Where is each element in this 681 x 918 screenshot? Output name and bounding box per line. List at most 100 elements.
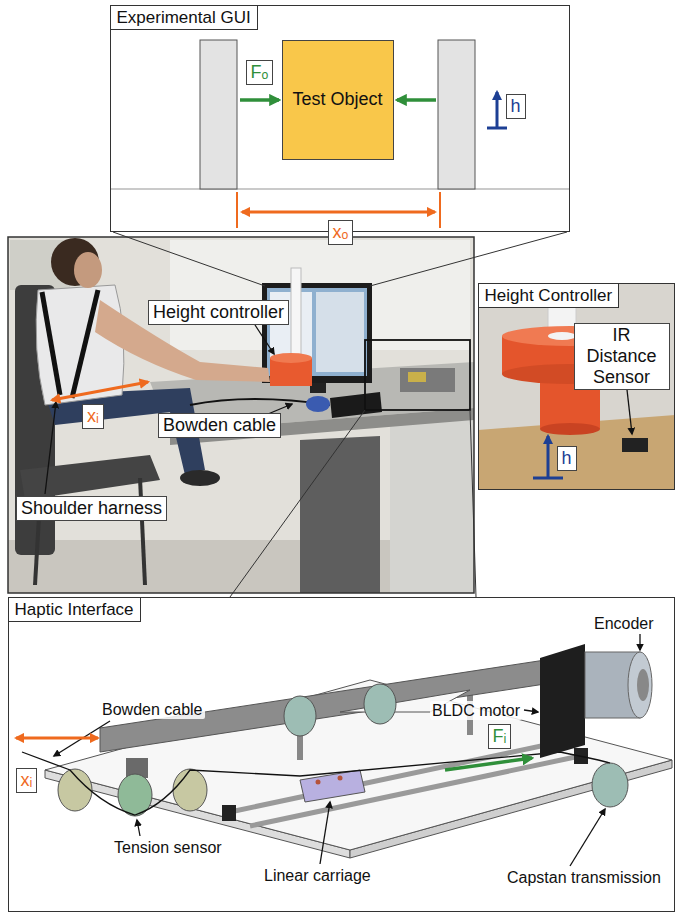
photo-scene [8,237,474,593]
haptic-device-drawing [173,769,207,811]
photo-scene [180,470,220,486]
leader-line [45,402,56,494]
force-arrow [445,758,532,770]
label-text: Height controller [153,302,284,323]
photo-scene [306,396,330,412]
leader-line [255,325,274,354]
leader-line [54,634,640,866]
part-label: Bowden cable [100,700,205,719]
haptic-device-drawing [250,756,580,826]
callout-label: xₒ [328,220,354,245]
photo-scene [300,436,380,593]
photo-frame [8,237,474,593]
photo-frame [8,237,474,593]
height-controller-photo [548,332,576,340]
label-text: IR Distance Sensor [579,325,665,388]
label-text: Bowden cable [163,415,276,436]
photo-scene [400,368,455,392]
photo-scene [36,285,124,405]
callout-label: Bowden cable [158,413,281,438]
photo-scene [408,372,426,382]
callout-label: xᵢ [82,404,104,429]
label-text: h [511,96,521,117]
part-label: BLDC motor [430,701,522,720]
photo-scene [330,392,382,418]
photo-scene [390,414,474,593]
callout-label: h [557,446,577,471]
haptic-device-drawing [338,776,343,781]
gui-screen [200,40,237,189]
zoom-line [470,410,476,597]
photo-scene [42,292,60,395]
haptic-device-drawing [628,652,652,718]
zoom-line [230,410,365,597]
photo-scene [270,353,312,363]
leader-line [524,710,538,712]
gui-screen [110,5,570,232]
height-controller-photo [478,415,675,490]
leader-line [45,325,292,494]
photo-scene [316,292,364,372]
label-text: Shoulder harness [21,498,162,519]
gui-screen [438,40,475,189]
photo-scene [310,383,326,393]
label-text: Fₒ [251,62,269,83]
width-dimension [236,192,238,228]
zoom-line [370,232,567,286]
force-arrow [240,98,279,102]
leader-line [570,809,605,866]
callout-label: Fₒ [246,60,274,85]
displacement-arrow [52,382,148,400]
inset-panel: Haptic Interface xᵢ Fᵢ [8,597,675,912]
displacement-arrow [52,382,148,400]
label-text: Fᵢ [493,726,507,747]
label-text: Test Object [292,89,382,110]
haptic-device-drawing [100,660,545,752]
panel-heading: Height Controller [478,283,620,308]
force-arrow [397,98,436,102]
width-dimension [242,211,435,214]
haptic-device-drawing [230,742,560,812]
panel-heading: Haptic Interface [8,597,141,622]
part-label: Linear carriage [262,866,373,885]
haptic-device-drawing [316,780,321,785]
callout-label: IR Distance Sensor [574,323,670,390]
label-text: xᵢ [87,406,99,427]
haptic-device-drawing [637,669,649,701]
callout-label: Fᵢ [488,724,512,749]
leader-line [137,820,140,836]
zoom-line [113,232,265,286]
haptic-device-drawing [8,597,675,912]
haptic-device-drawing [22,752,610,815]
callout-label: Shoulder harness [16,496,167,521]
inset-panel: Experimental GUITest ObjectFₒhxₒ [110,5,570,232]
height-controller-photo [478,283,675,490]
haptic-device-drawing [284,696,316,736]
part-label: Capstan transmission [505,868,663,887]
test-object-box: Test Object [282,40,394,160]
label-text: xₒ [333,222,349,243]
gui-screen [110,188,570,190]
height-arrow [496,92,499,128]
label-text: xᵢ [21,770,33,791]
height-controller-photo [478,283,675,490]
height-arrow [487,92,507,128]
callout-label: h [506,94,526,119]
inset-panel: Height Controller IR Distance Sensor h [478,283,675,490]
haptic-device-drawing [364,684,396,724]
height-arrow [487,127,507,130]
displacement-arrow [16,738,98,739]
haptic-device-drawing [540,644,585,758]
force-arrow [445,758,532,770]
part-label: Encoder [592,614,656,633]
height-arrow [547,436,550,478]
photo-scene [74,252,102,288]
haptic-device-drawing [592,763,628,807]
height-arrow [533,477,563,480]
height-controller-photo [540,423,600,435]
panel-heading: Experimental GUI [110,5,258,30]
callout-label: xᵢ [16,768,38,793]
haptic-device-drawing [8,597,675,912]
width-dimension [439,192,441,228]
